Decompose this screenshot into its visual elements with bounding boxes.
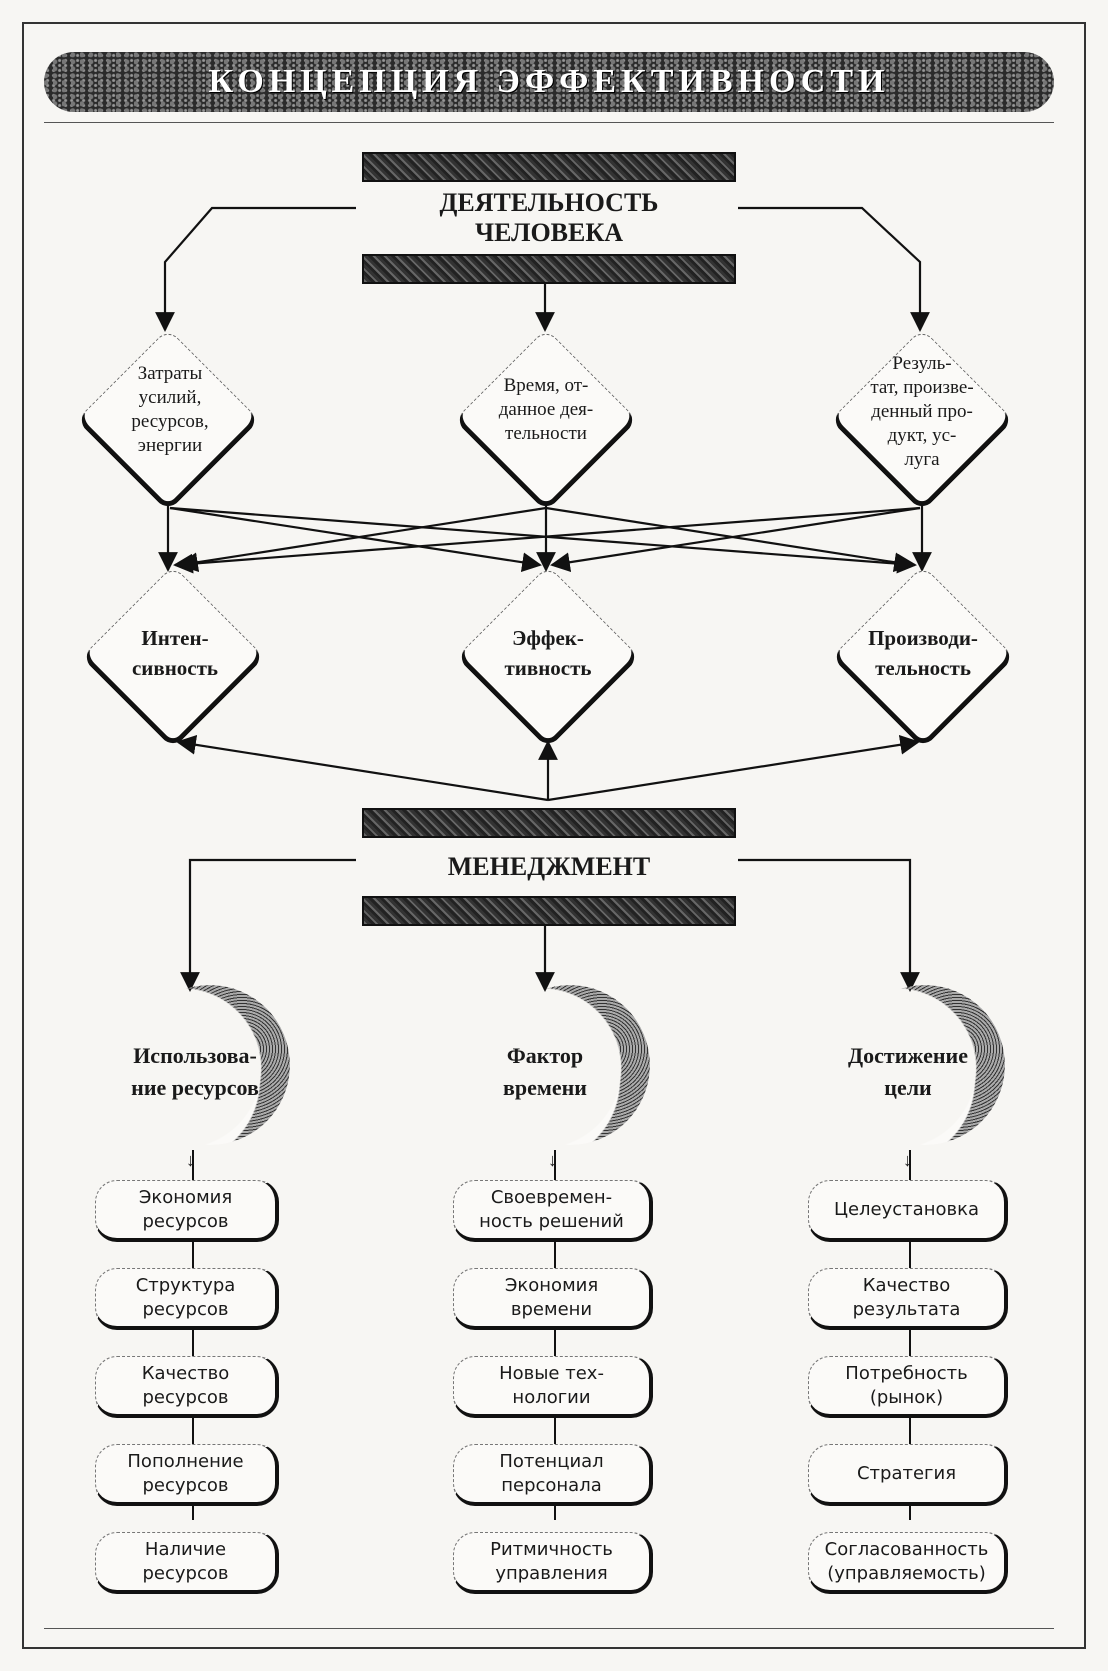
down-mark-icon: ↓	[548, 1150, 557, 1170]
management-hatch-bottom	[362, 896, 736, 926]
input-time-line: Время, от-	[503, 375, 589, 396]
item-line: (управляемость)	[827, 1562, 986, 1584]
input-effort-line: усилий,	[138, 387, 202, 408]
factor-goal-line: цели	[884, 1075, 932, 1100]
measure-label-effectiveness: Эффек- тивность	[468, 623, 628, 683]
measure-productivity-line: Производи-	[868, 626, 978, 650]
title-banner: КОНЦЕПЦИЯ ЭФФЕКТИВНОСТИ	[44, 52, 1054, 112]
input-result-line: Резуль-	[892, 353, 952, 374]
management-hatch-top	[362, 808, 736, 838]
input-label-result: Резуль- тат, произве- денный про- дукт, …	[842, 352, 1002, 472]
item-line: ресурсов	[142, 1474, 229, 1496]
item-line: управления	[495, 1562, 608, 1584]
item-line: Новые тех-	[499, 1362, 604, 1384]
input-result-line: луга	[904, 449, 940, 470]
time-item: Новые тех-нологии	[453, 1356, 653, 1418]
input-label-effort: Затраты усилий, ресурсов, энергии	[95, 362, 245, 458]
goal-item: Стратегия	[808, 1444, 1008, 1506]
item-line: (рынок)	[869, 1386, 944, 1408]
item-line: ресурсов	[142, 1210, 229, 1232]
measure-effectiveness-line: тивность	[504, 656, 592, 680]
goal-item: Потребность(рынок)	[808, 1356, 1008, 1418]
item-line: нологии	[512, 1386, 591, 1408]
activity-header: ДЕЯТЕЛЬНОСТЬ ЧЕЛОВЕКА	[362, 152, 736, 284]
measure-label-productivity: Производи- тельность	[838, 623, 1008, 683]
item-line: Своевремен-	[490, 1186, 613, 1208]
item-line: Качество	[141, 1362, 230, 1384]
item-line: Экономия	[504, 1274, 599, 1296]
measure-intensity-line: сивность	[131, 656, 219, 680]
factor-time-line: времени	[503, 1075, 587, 1100]
measure-effectiveness-line: Эффек-	[512, 626, 584, 650]
item-line: Целеустановка	[834, 1198, 979, 1220]
header-hatch-bottom	[362, 254, 736, 284]
factor-globe-resources	[130, 985, 290, 1145]
input-time-line: тельности	[505, 423, 587, 444]
measure-productivity-line: тельность	[875, 656, 971, 680]
title-divider	[44, 122, 1054, 123]
item-line: результата	[852, 1298, 961, 1320]
input-effort-line: Затраты	[137, 363, 203, 384]
item-line: ресурсов	[142, 1562, 229, 1584]
item-line: Качество	[862, 1274, 951, 1296]
item-line: ность решений	[479, 1210, 624, 1232]
item-line: Пополнение	[127, 1450, 244, 1472]
item-line: Экономия	[138, 1186, 233, 1208]
management-header: МЕНЕДЖМЕНТ	[362, 808, 736, 926]
factor-label-goal: Достижение цели	[808, 1040, 1008, 1104]
activity-title-line1: ДЕЯТЕЛЬНОСТЬ	[439, 188, 659, 217]
goal-item: Целеустановка	[808, 1180, 1008, 1242]
input-result-line: денный про-	[871, 401, 973, 422]
item-line: ресурсов	[142, 1298, 229, 1320]
input-result-line: дукт, ус-	[887, 425, 957, 446]
input-result-line: тат, произве-	[870, 377, 974, 398]
measure-label-intensity: Интен- сивность	[95, 623, 255, 683]
item-line: времени	[510, 1298, 593, 1320]
diagram-title: КОНЦЕПЦИЯ ЭФФЕКТИВНОСТИ	[208, 63, 890, 100]
factor-label-resources: Использова- ние ресурсов	[95, 1040, 295, 1104]
activity-title-line2: ЧЕЛОВЕКА	[475, 218, 623, 247]
item-line: Ритмичность	[490, 1538, 613, 1560]
factor-label-time: Фактор времени	[445, 1040, 645, 1104]
diagram-frame	[22, 22, 1086, 1649]
factor-globe-time	[490, 985, 650, 1145]
time-item: Своевремен-ность решений	[453, 1180, 653, 1242]
down-mark-icon: ↓	[186, 1150, 195, 1170]
input-label-time: Время, от- данное дея- тельности	[471, 374, 621, 446]
factor-globe-goal	[845, 985, 1005, 1145]
factor-resources-line: Использова-	[133, 1043, 257, 1068]
input-effort-line: ресурсов,	[131, 411, 209, 432]
header-hatch-top	[362, 152, 736, 182]
factor-resources-line: ние ресурсов	[131, 1075, 259, 1100]
factor-time-line: Фактор	[506, 1043, 584, 1068]
input-time-line: данное дея-	[498, 399, 594, 420]
item-line: Согласованность	[824, 1538, 989, 1560]
measure-intensity-line: Интен-	[141, 626, 209, 650]
item-line: Потенциал	[499, 1450, 604, 1472]
bottom-divider	[44, 1628, 1054, 1629]
item-line: Стратегия	[856, 1462, 957, 1484]
goal-item: Согласованность(управляемость)	[808, 1532, 1008, 1594]
factor-goal-line: Достижение	[848, 1043, 968, 1068]
item-line: Потребность	[845, 1362, 968, 1384]
item-line: Наличие	[144, 1538, 227, 1560]
management-title: МЕНЕДЖМЕНТ	[362, 838, 736, 896]
item-line: ресурсов	[142, 1386, 229, 1408]
item-line: Структура	[135, 1274, 236, 1296]
input-effort-line: энергии	[137, 435, 203, 456]
activity-title: ДЕЯТЕЛЬНОСТЬ ЧЕЛОВЕКА	[362, 182, 736, 254]
down-mark-icon: ↓	[903, 1150, 912, 1170]
item-line: персонала	[501, 1474, 602, 1496]
